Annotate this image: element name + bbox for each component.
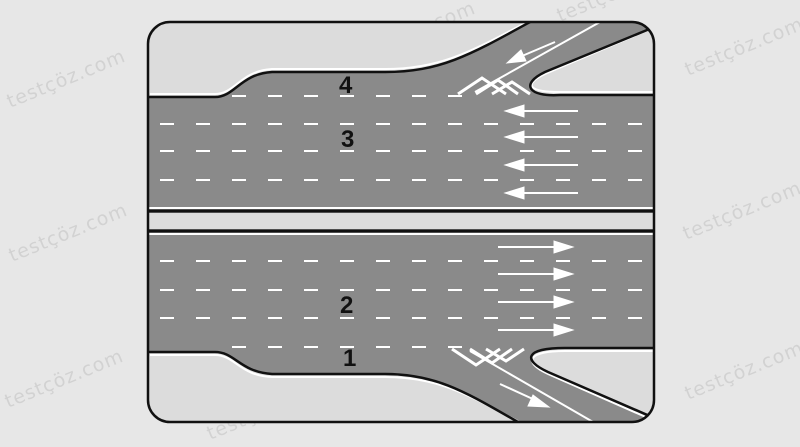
upper-direction-arrows <box>503 41 578 200</box>
right-arrow-icon <box>498 295 575 309</box>
right-arrow-icon <box>498 240 575 254</box>
lower-direction-arrows <box>498 240 575 408</box>
upper-gore-chevrons <box>457 76 531 96</box>
right-arrow-icon <box>499 383 551 408</box>
road-outline <box>148 22 531 99</box>
watermark-text: testçöz.com <box>6 199 131 267</box>
left-arrow-icon <box>505 41 556 64</box>
watermark-text: testçöz.com <box>682 13 800 81</box>
lane-label-1: 1 <box>343 345 356 372</box>
left-arrow-icon <box>503 186 578 200</box>
median <box>148 213 654 229</box>
lane-label-3: 3 <box>341 126 354 153</box>
upper-lane-dashes <box>160 95 650 181</box>
panel-border <box>146 20 656 424</box>
watermark-text: testçöz.com <box>682 337 800 405</box>
lower-gore-chevrons <box>451 347 525 367</box>
road-outline <box>529 26 654 97</box>
lower-lane-dashes <box>160 260 650 348</box>
upper-edge-line <box>150 22 528 95</box>
exit-ramp-edge <box>531 350 654 419</box>
left-arrow-icon <box>503 104 578 118</box>
watermark-text: testçöz.com <box>4 45 129 113</box>
lane-label-2: 2 <box>340 292 353 319</box>
lower-carriageway <box>148 229 654 422</box>
left-arrow-icon <box>503 158 578 172</box>
exit-ramp-edge <box>530 29 654 93</box>
watermark-text: testçöz.com <box>680 177 800 245</box>
road-layer <box>148 22 654 422</box>
road-outline <box>530 346 654 419</box>
left-arrow-icon <box>503 130 578 144</box>
lane-label-4: 4 <box>339 72 353 99</box>
right-arrow-icon <box>498 267 575 281</box>
watermark-text: testçöz.com <box>2 345 127 413</box>
road-outline <box>148 350 526 422</box>
right-arrow-icon <box>498 323 575 337</box>
